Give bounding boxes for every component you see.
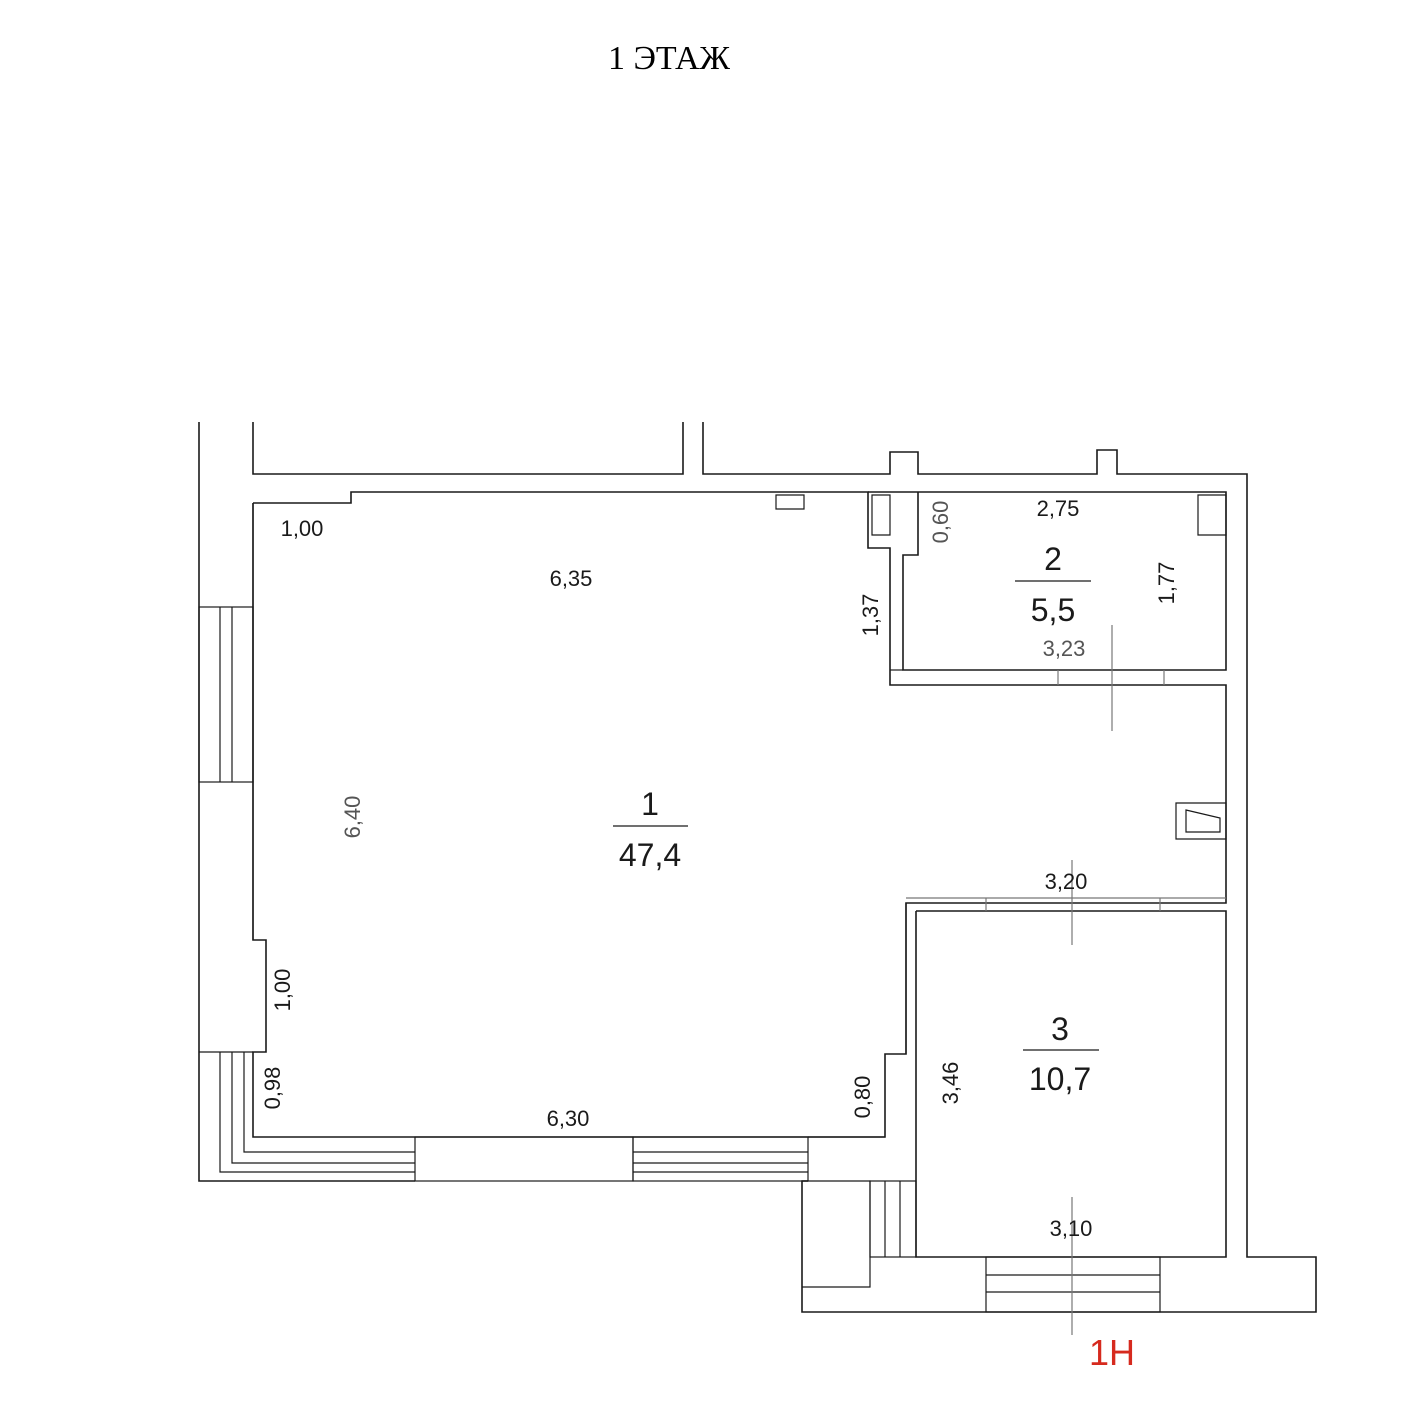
room-2-area: 5,5 [1031,592,1075,628]
dim-label: 3,46 [938,1062,963,1105]
dimension-labels: 1,00 6,35 6,40 1,00 0,98 6,30 0,80 1,37 … [260,496,1179,1241]
room-2-number: 2 [1044,541,1062,577]
room-1-area: 47,4 [619,837,681,873]
dim-label: 1,37 [858,594,883,637]
room-3-label: 3 10,7 [1023,1011,1099,1097]
dim-label: 0,60 [928,501,953,544]
room-3-outline [905,860,1227,1258]
floor-title: 1 ЭТАЖ [608,40,731,77]
dim-label: 3,20 [1045,869,1088,894]
building-walls [198,422,1317,1313]
room-1-outline [252,491,1227,1138]
dim-label: 6,30 [547,1106,590,1131]
room-3-number: 3 [1051,1011,1069,1047]
bottom-openings [414,1136,1161,1335]
fixtures [775,494,1227,840]
dim-label: 6,40 [340,796,365,839]
room-1-label: 1 47,4 [613,786,688,873]
room-2-label: 2 5,5 [1015,541,1091,628]
left-windows [198,606,415,1173]
dim-label: 0,98 [260,1067,285,1110]
dim-label: 6,35 [550,566,593,591]
dim-label: 3,23 [1043,636,1086,661]
dim-label: 2,75 [1037,496,1080,521]
room-1-number: 1 [641,786,659,822]
dim-label: 1,77 [1154,562,1179,605]
dim-label: 1,00 [270,969,295,1012]
dim-label: 1,00 [281,516,324,541]
room-3-area: 10,7 [1029,1061,1091,1097]
dim-label: 3,10 [1050,1216,1093,1241]
room-2-outline [868,491,1227,731]
unit-label: 1Н [1089,1332,1135,1373]
dim-label: 0,80 [850,1076,875,1119]
